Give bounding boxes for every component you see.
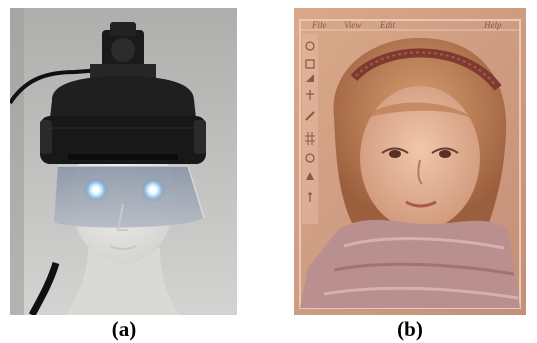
child-face (360, 86, 480, 230)
portrait-photo: File View Edit Help (294, 8, 526, 315)
tool-icon (306, 172, 314, 180)
right-eye (431, 147, 459, 154)
tool-icon (305, 59, 315, 69)
tool-icon (305, 132, 315, 145)
caption-a: (a) (111, 317, 137, 341)
tool-icon (305, 153, 315, 163)
menu-edit: Edit (379, 20, 395, 30)
mannequin-neck (65, 248, 180, 315)
tool-icon (306, 74, 314, 82)
mouth (405, 200, 437, 208)
tool-icon (305, 41, 315, 51)
panel-a-photo (10, 8, 237, 315)
tool-icon (308, 192, 312, 202)
caption-b: (b) (397, 317, 423, 341)
tool-icon (305, 111, 315, 121)
panel-b-photo: File View Edit Help (294, 8, 526, 315)
menu-view: View (344, 20, 361, 30)
tool-icon (306, 90, 314, 100)
hmd-top-shell (50, 76, 196, 118)
left-eye (381, 147, 409, 154)
visor (54, 166, 204, 228)
menu-help: Help (483, 20, 502, 30)
tool-palette (302, 34, 318, 224)
cable-bottom (28, 261, 60, 315)
cable-top (10, 68, 103, 105)
nose (417, 159, 423, 185)
menu-file: File (311, 20, 327, 30)
hmd-photo (10, 8, 237, 315)
